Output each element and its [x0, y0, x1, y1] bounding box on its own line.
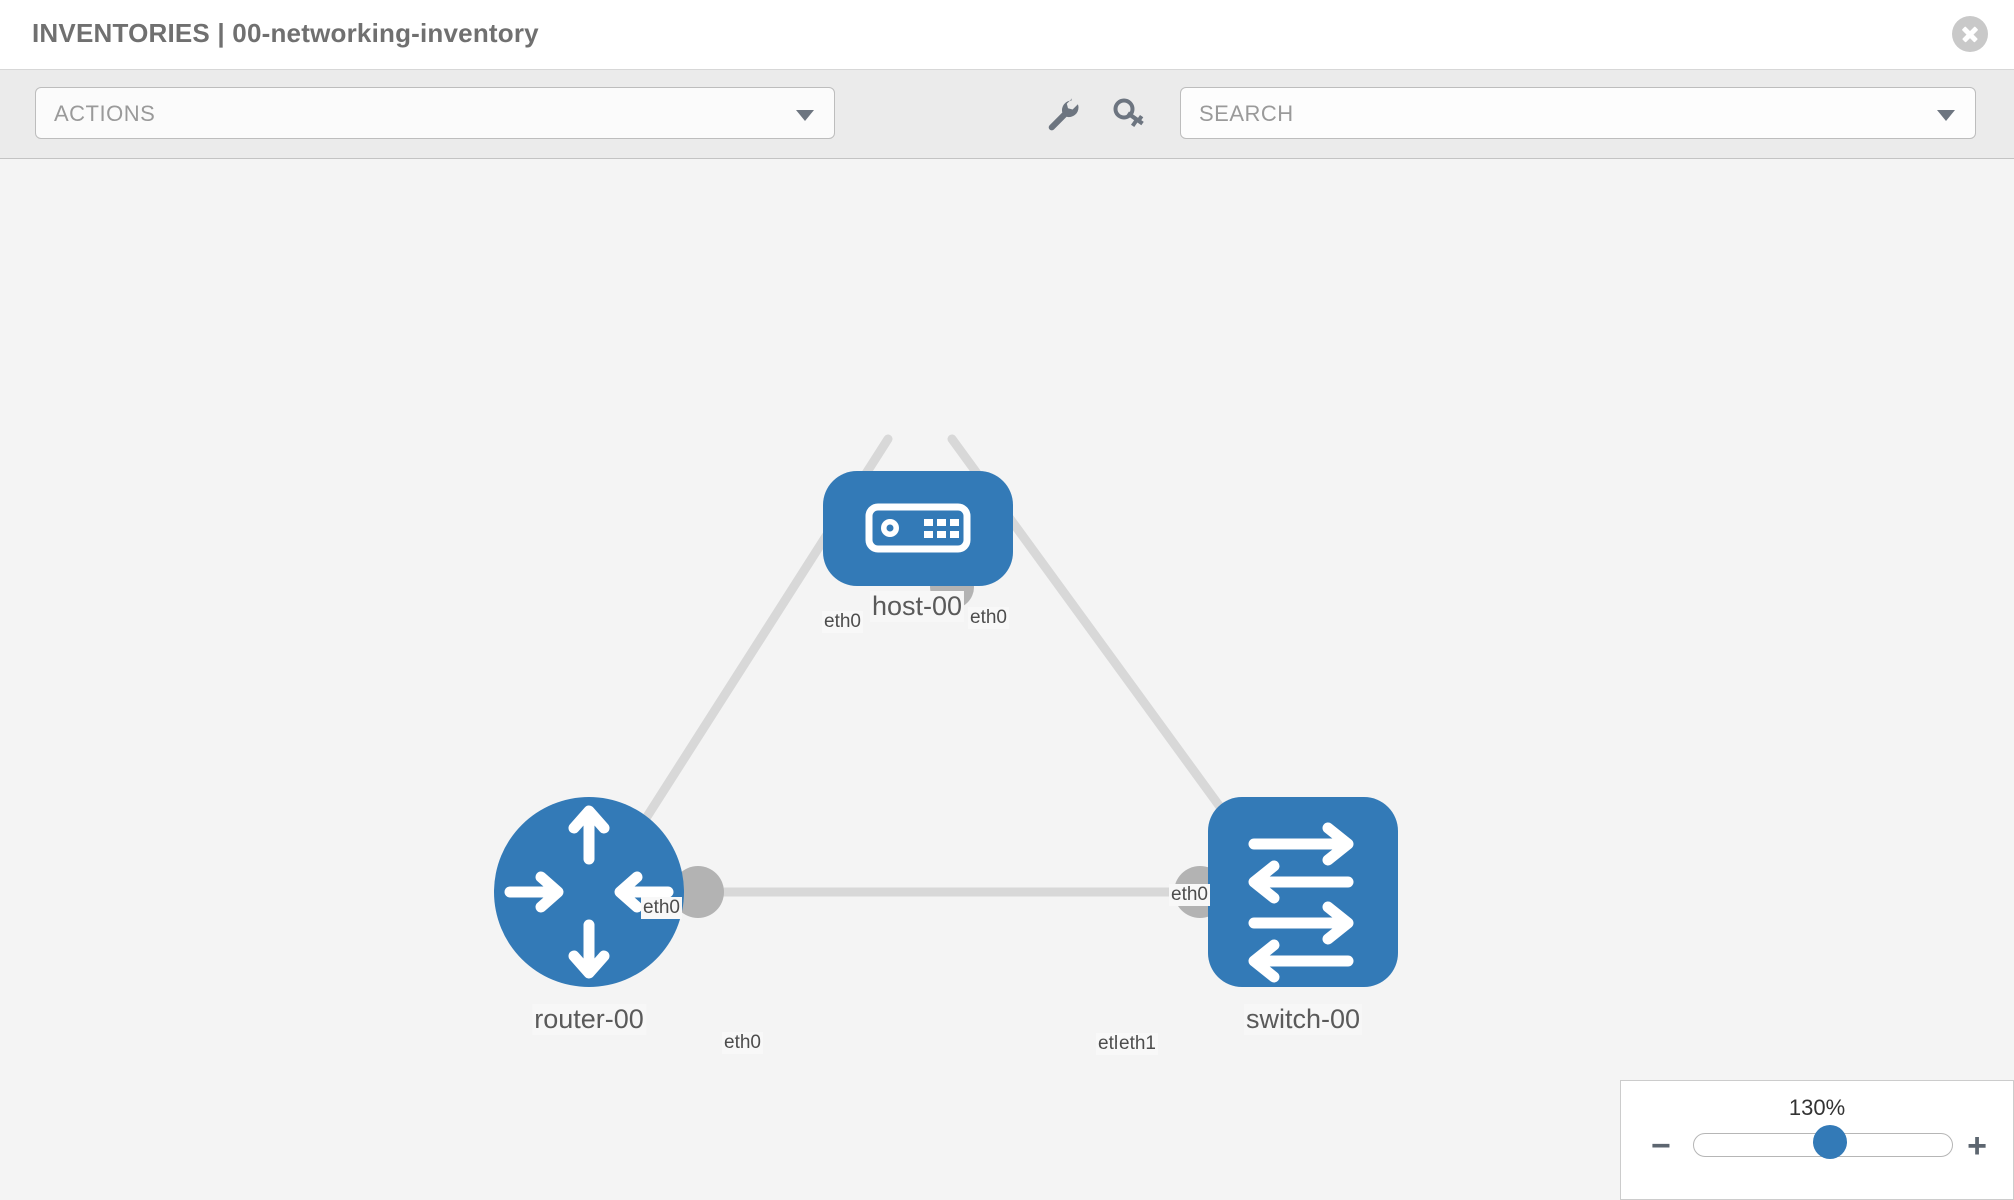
- iface-label: eth0: [1169, 884, 1210, 906]
- iface-label: eth0: [641, 897, 682, 919]
- topology-graph: [494, 434, 1398, 987]
- wrench-icon[interactable]: [1042, 94, 1082, 134]
- chevron-down-icon: [796, 110, 814, 121]
- search-placeholder: SEARCH: [1199, 101, 1294, 126]
- zoom-in-button[interactable]: +: [1967, 1127, 1987, 1165]
- iface-label: eth0: [968, 607, 1009, 629]
- key-icon[interactable]: [1110, 94, 1150, 134]
- iface-label: eth0: [722, 1032, 763, 1054]
- iface-label: eth0: [822, 611, 863, 633]
- node-host-00: [823, 471, 1013, 586]
- node-label-host-00: host-00: [869, 591, 965, 622]
- zoom-out-button[interactable]: −: [1651, 1127, 1671, 1165]
- server-icon: [865, 503, 971, 553]
- router-icon: [504, 805, 674, 979]
- page-title: INVENTORIES | 00-networking-inventory: [32, 18, 539, 48]
- switch-icon: [1248, 822, 1354, 983]
- port-router-right: [672, 866, 724, 918]
- zoom-control-panel: 130% − +: [1620, 1080, 2014, 1200]
- node-switch-00: [1208, 797, 1398, 987]
- page-header: INVENTORIES | 00-networking-inventory: [0, 0, 2014, 70]
- zoom-slider-thumb[interactable]: [1812, 1125, 1847, 1159]
- zoom-level-label: 130%: [1788, 1095, 1846, 1120]
- iface-label: eth1: [1117, 1033, 1158, 1055]
- close-icon[interactable]: [1952, 16, 1988, 52]
- node-label-router-00: router-00: [532, 1004, 646, 1035]
- node-router-00: [494, 797, 684, 987]
- topology-canvas[interactable]: host-00 router-00 switch-00 eth0 eth0 et…: [0, 159, 2014, 1200]
- actions-dropdown-label: ACTIONS: [54, 101, 156, 126]
- search-input[interactable]: SEARCH: [1180, 87, 1976, 139]
- toolbar: ACTIONS SEARCH: [0, 70, 2014, 159]
- chevron-down-icon[interactable]: [1937, 110, 1955, 121]
- node-label-switch-00: switch-00: [1243, 1004, 1363, 1035]
- actions-dropdown[interactable]: ACTIONS: [35, 87, 835, 139]
